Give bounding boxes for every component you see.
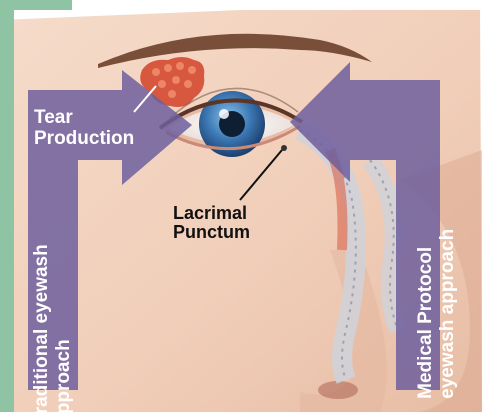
nostril	[318, 381, 358, 399]
tear-production-label: Tear Production	[34, 108, 134, 149]
medical-protocol-label: Medical Protocol eyewash approach	[415, 161, 459, 399]
lacrimal-punctum-label: Lacrimal Punctum	[173, 204, 250, 243]
green-border	[0, 0, 14, 412]
traditional-eyewash-label: Traditional eyewash approach	[31, 195, 75, 412]
